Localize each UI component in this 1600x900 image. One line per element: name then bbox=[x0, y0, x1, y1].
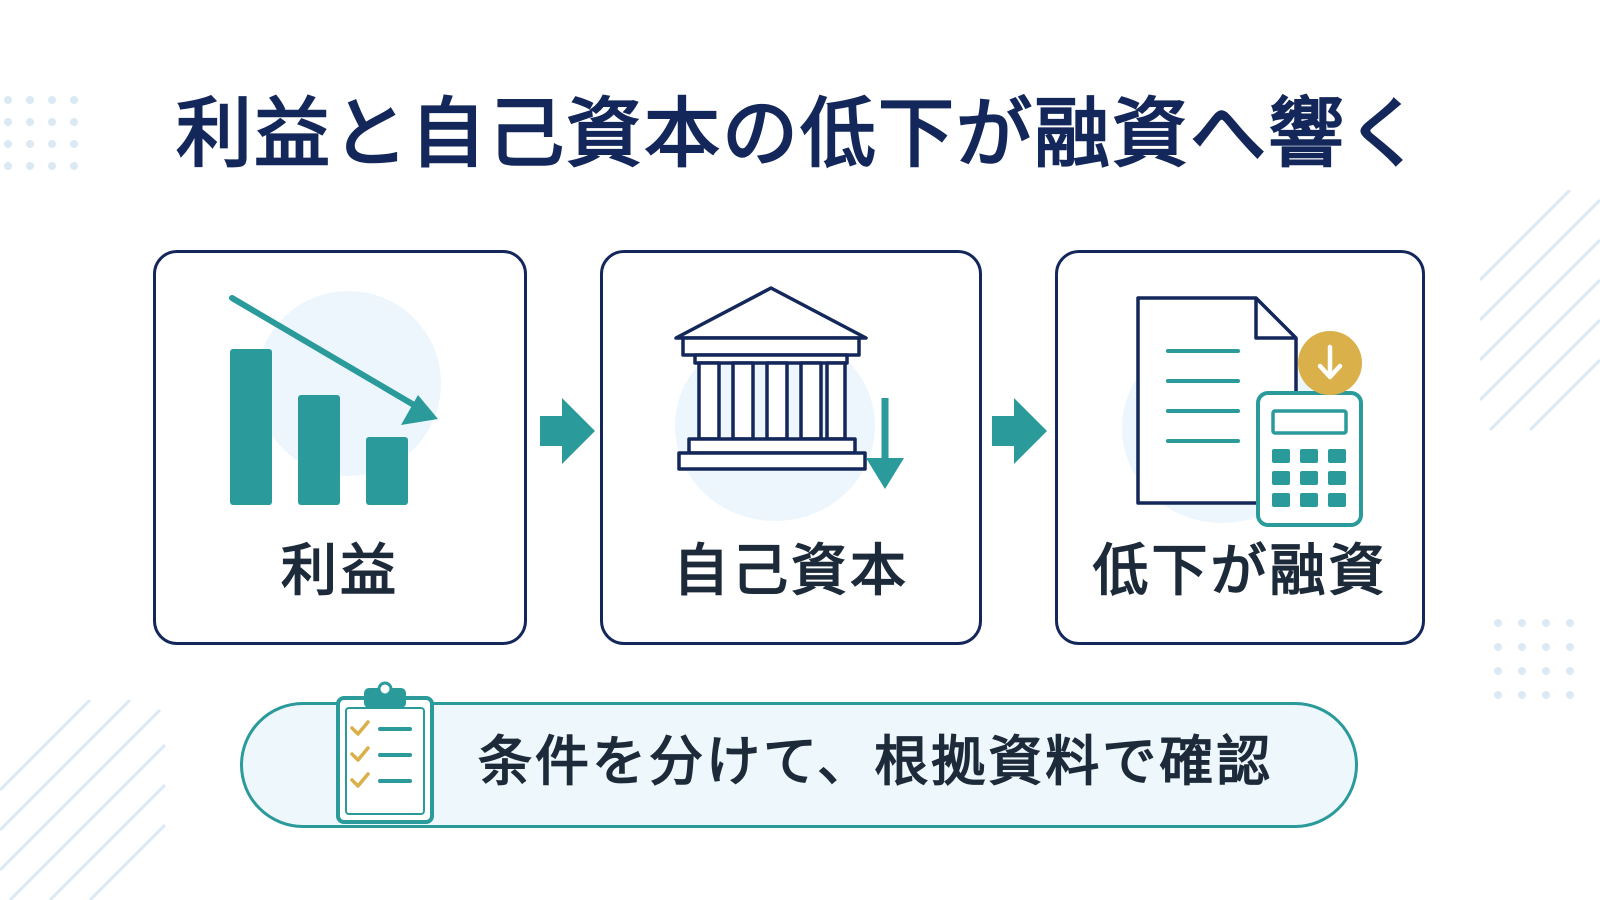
icon-halo bbox=[256, 291, 441, 476]
page-title: 利益と自己資本の低下が融資へ響く bbox=[176, 89, 1424, 178]
flow-arrow-1 bbox=[540, 398, 595, 464]
step-label-profit: 利益 bbox=[281, 539, 399, 604]
declining-bar-chart-icon bbox=[229, 295, 438, 505]
checklist-clipboard-icon bbox=[336, 681, 434, 824]
step-label-equity: 自己資本 bbox=[673, 539, 909, 604]
document-calculator-icon bbox=[1136, 296, 1363, 527]
dot-pattern-top-left bbox=[4, 96, 78, 170]
diagonal-lines-bottom-left bbox=[0, 700, 167, 900]
step-label-lending: 低下が融資 bbox=[1092, 539, 1388, 604]
step-card-lending: 低下が融資 bbox=[1055, 250, 1425, 645]
dot-pattern-bottom-right bbox=[1494, 619, 1574, 699]
flow-arrow-2 bbox=[992, 398, 1047, 464]
diagonal-lines-top-right bbox=[1480, 190, 1600, 432]
bank-building-icon bbox=[674, 286, 904, 489]
step-card-profit: 利益 bbox=[153, 250, 527, 645]
conclusion-text: 条件を分けて、根拠資料で確認 bbox=[478, 730, 1274, 793]
step-card-equity: 自己資本 bbox=[600, 250, 982, 645]
